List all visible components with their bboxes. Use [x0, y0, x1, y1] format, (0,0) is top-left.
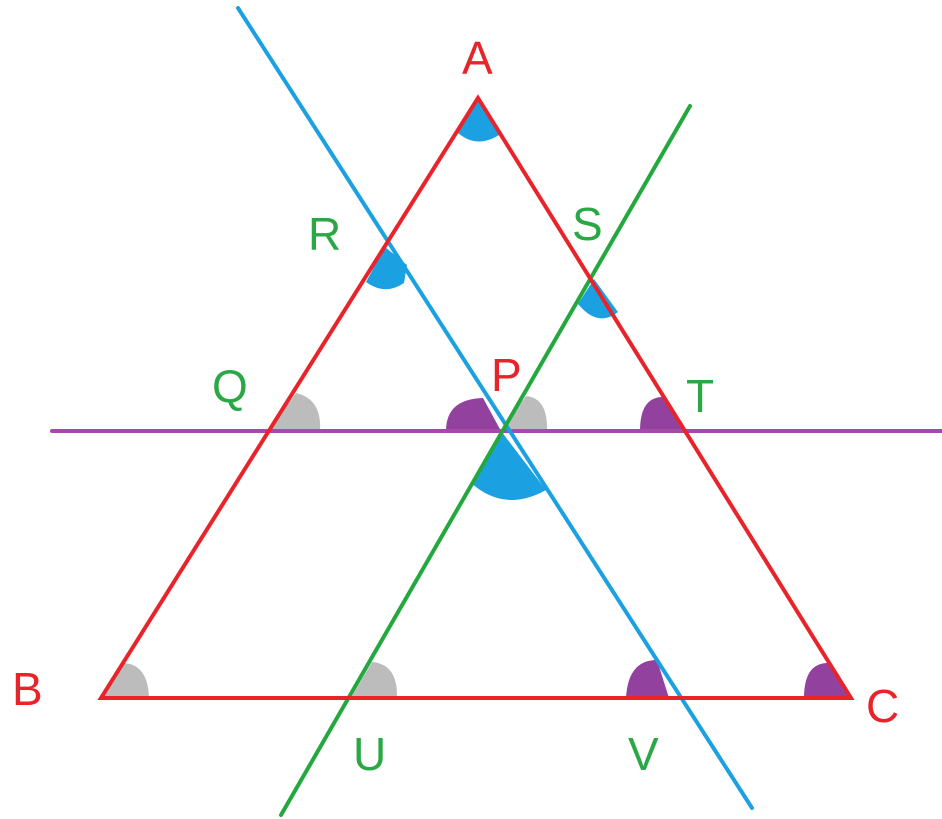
blue-line-RV: [236, 6, 754, 810]
lines: [50, 6, 942, 817]
angle-P-purple: [446, 398, 501, 431]
angle-B-gray: [101, 663, 149, 698]
label-Q: Q: [212, 360, 248, 412]
label-S: S: [572, 198, 603, 250]
label-R: R: [308, 208, 341, 260]
label-T: T: [686, 370, 714, 422]
angle-V-purple: [626, 660, 669, 698]
label-P: P: [491, 349, 522, 401]
label-B: B: [12, 663, 43, 715]
triangle-ABC: [97, 94, 855, 700]
angle-T-purple: [640, 397, 683, 431]
angle-A-blue: [458, 98, 502, 142]
angle-U-gray: [351, 662, 398, 698]
angle-P-gray: [501, 396, 548, 431]
label-A: A: [462, 32, 493, 84]
green-line-SU: [279, 104, 692, 817]
labels: A B C P Q R S T U V: [12, 32, 899, 780]
angle-P-blue: [471, 431, 546, 500]
label-U: U: [353, 728, 386, 780]
label-C: C: [866, 680, 899, 732]
angle-Q-gray: [268, 393, 321, 431]
angle-marks: [101, 98, 851, 698]
label-V: V: [628, 728, 659, 780]
angle-C-purple: [804, 663, 851, 698]
